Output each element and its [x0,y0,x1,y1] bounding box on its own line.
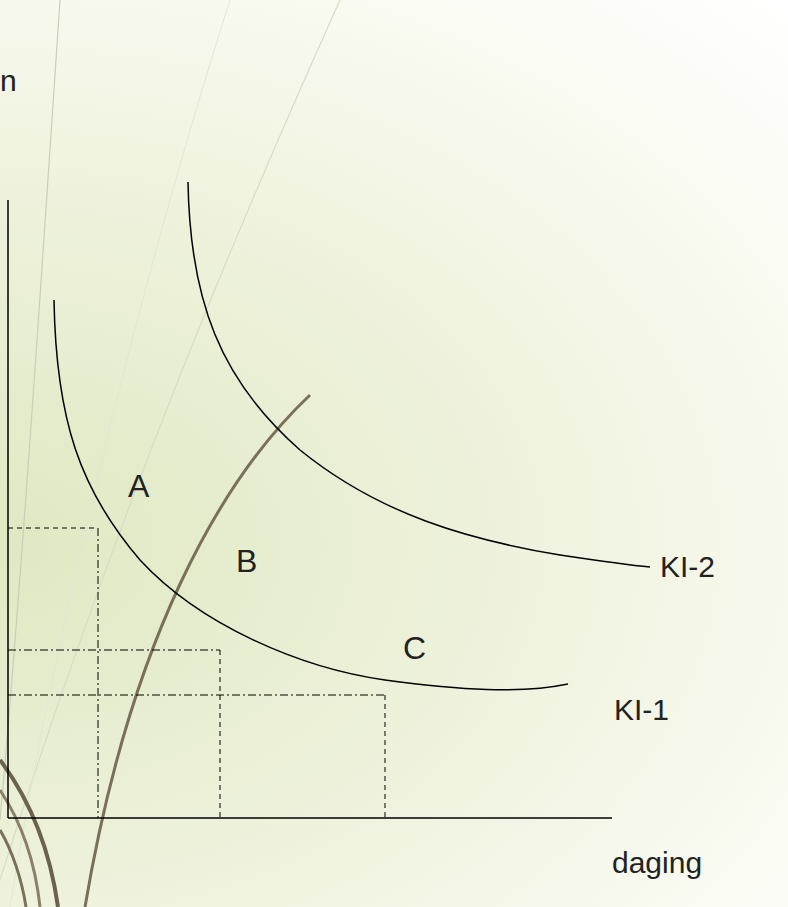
guide-line [220,650,221,818]
guide-line [98,528,99,818]
decor-curve [0,790,40,907]
point-label: C [403,632,426,664]
guide-line [385,695,386,818]
curve-label: KI-2 [660,552,715,582]
point-label: A [128,470,149,502]
decor-line [0,0,60,820]
decor-curve [85,395,310,907]
axis-label: daging [612,848,702,878]
indifference-curve [54,300,568,690]
x-axis [8,817,612,819]
point-label: B [236,545,257,577]
y-axis [7,200,9,818]
decor-curve [0,830,26,907]
guide-line [8,528,98,529]
guide-line [8,695,385,696]
guide-line [8,650,220,651]
curve-label: KI-1 [614,695,669,725]
indifference-curve [188,182,650,567]
decor-line [10,0,230,907]
axis-label: n [0,66,17,96]
